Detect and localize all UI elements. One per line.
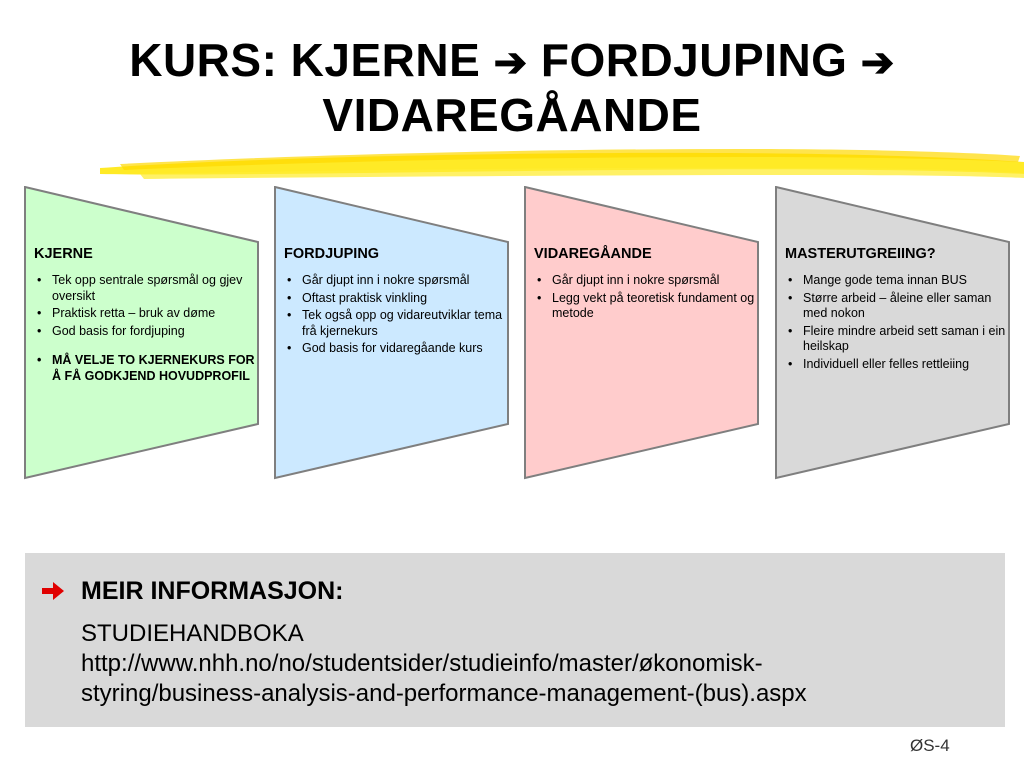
arrow-right-icon: ➔ <box>493 41 528 85</box>
title-fordjuping: FORDJUPING <box>540 34 848 86</box>
list-item: God basis for fordjuping <box>34 324 256 340</box>
panel-vidaregaande: VIDAREGÅANDE Går djupt inn i nokre spørs… <box>524 186 760 480</box>
list-item: Tek også opp og vidareutviklar tema frå … <box>284 308 506 339</box>
info-url-line-1[interactable]: http://www.nhh.no/no/studentsider/studie… <box>81 650 763 677</box>
panel-heading: MASTERUTGREIING? <box>785 246 936 262</box>
panel-fordjuping: FORDJUPING Går djupt inn i nokre spørsmå… <box>274 186 510 480</box>
list-item-emphasis: MÅ VELJE TO KJERNEKURS FOR Å FÅ GODKJEND… <box>34 353 256 384</box>
list-item: Større arbeid – åleine eller saman med n… <box>785 291 1007 322</box>
info-body: STUDIEHANDBOKA http://www.nhh.no/no/stud… <box>81 619 1001 709</box>
list-item: Mange gode tema innan BUS <box>785 273 1007 289</box>
list-item: Går djupt inn i nokre spørsmål <box>284 273 506 289</box>
panel-heading: FORDJUPING <box>284 246 380 262</box>
list-item: Praktisk retta – bruk av døme <box>34 306 256 322</box>
highlighter-stroke-icon <box>100 149 1024 179</box>
panel-bullet-list: Tek opp sentrale spørsmål og gjev oversi… <box>34 273 256 384</box>
list-item: Går djupt inn i nokre spørsmål <box>534 273 756 289</box>
list-item: God basis for vidaregåande kurs <box>284 341 506 357</box>
panel-shape <box>524 186 759 480</box>
list-item: Oftast praktisk vinkling <box>284 291 506 307</box>
list-item: Legg vekt på teoretisk fundament og meto… <box>534 291 756 322</box>
info-heading: MEIR INFORMASJON: <box>81 577 344 605</box>
list-item: Individuell eller felles rettleiing <box>785 357 1007 373</box>
info-box: MEIR INFORMASJON: STUDIEHANDBOKA http://… <box>25 553 1005 727</box>
list-item: Tek opp sentrale spørsmål og gjev oversi… <box>34 273 256 304</box>
title-line-2: VIDAREGÅANDE <box>322 89 702 141</box>
title-line-1: KURS: KJERNE ➔ FORDJUPING ➔ <box>0 34 1024 89</box>
slide-title: KURS: KJERNE ➔ FORDJUPING ➔ VIDAREGÅANDE <box>0 34 1024 141</box>
panel-masterutgreiing: MASTERUTGREIING? Mange gode tema innan B… <box>775 186 1011 480</box>
panel-bullet-list: Mange gode tema innan BUS Større arbeid … <box>785 273 1007 372</box>
info-url-line-2[interactable]: styring/business-analysis-and-performanc… <box>81 680 807 707</box>
info-line-studiehandboka: STUDIEHANDBOKA <box>81 620 304 647</box>
list-item: Fleire mindre arbeid sett saman i ein he… <box>785 324 1007 355</box>
arrow-right-icon: ➔ <box>860 41 895 85</box>
arrow-right-icon <box>42 582 64 600</box>
panel-heading: KJERNE <box>34 246 93 262</box>
title-kjerne: KURS: KJERNE <box>129 34 481 86</box>
panel-bullet-list: Går djupt inn i nokre spørsmål Oftast pr… <box>284 273 506 357</box>
panel-heading: VIDAREGÅANDE <box>534 246 652 262</box>
slide-number: ØS-4 <box>910 736 950 755</box>
panel-kjerne: KJERNE Tek opp sentrale spørsmål og gjev… <box>24 186 260 480</box>
panel-bullet-list: Går djupt inn i nokre spørsmål Legg vekt… <box>534 273 756 322</box>
